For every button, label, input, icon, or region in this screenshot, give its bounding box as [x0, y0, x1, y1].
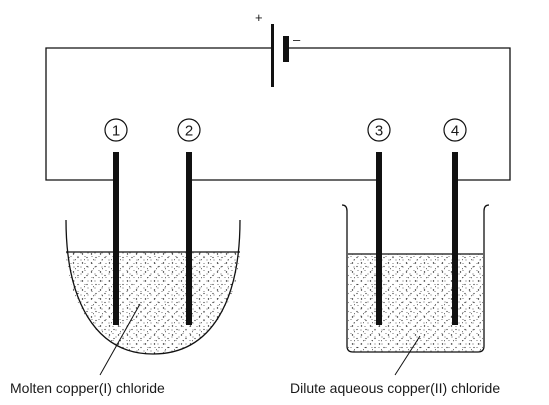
electrode-number-4: 4 [451, 123, 459, 140]
right-beaker-outline [341, 204, 490, 353]
left-container [65, 219, 241, 355]
electrode-label-4: 4 [443, 118, 467, 142]
leader-line-right [394, 335, 421, 376]
label-molten-copper-chloride: Molten copper(I) chloride [10, 380, 165, 396]
circuit-wires [45, 47, 511, 181]
left-liquid-texture [66, 252, 240, 354]
electrode-1 [113, 152, 119, 325]
battery-negative-sign: – [293, 32, 301, 47]
right-liquid-texture [348, 254, 483, 352]
electrode-3 [376, 152, 382, 325]
battery-cell: + – [255, 10, 301, 87]
left-bowl-outline [65, 219, 241, 355]
electrodes [113, 152, 458, 325]
electrode-labels: 1 2 3 4 [104, 118, 467, 142]
electrode-4 [452, 152, 458, 325]
electrode-number-2: 2 [185, 123, 193, 140]
leader-lines [99, 303, 421, 376]
electrode-number-3: 3 [375, 123, 383, 140]
electrode-label-2: 2 [177, 118, 201, 142]
battery-negative-plate [283, 36, 289, 62]
right-container [341, 204, 490, 353]
battery-positive-sign: + [255, 10, 263, 25]
electrode-2 [186, 152, 192, 325]
battery-positive-plate [271, 24, 274, 87]
label-aqueous-copper-chloride: Dilute aqueous copper(II) chloride [290, 380, 500, 396]
wire-top-left [45, 47, 272, 181]
wire-top-right [287, 47, 511, 181]
electrode-label-3: 3 [367, 118, 391, 142]
electrode-number-1: 1 [112, 123, 120, 140]
leader-line-left [99, 303, 141, 376]
electrode-label-1: 1 [104, 118, 128, 142]
